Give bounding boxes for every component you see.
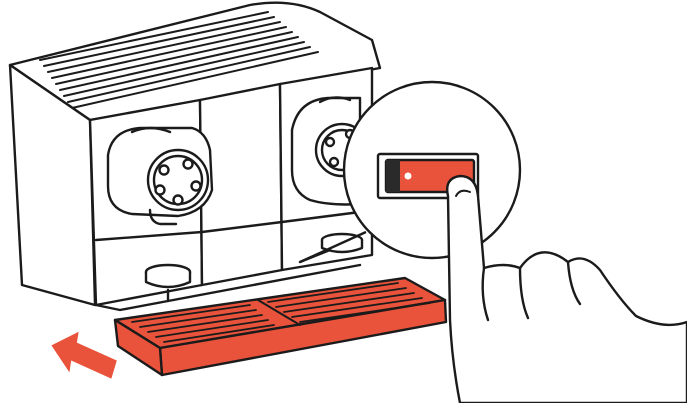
brew-head-left (108, 128, 212, 224)
arrow-left-icon (50, 330, 118, 380)
machine-icon (10, 3, 380, 310)
